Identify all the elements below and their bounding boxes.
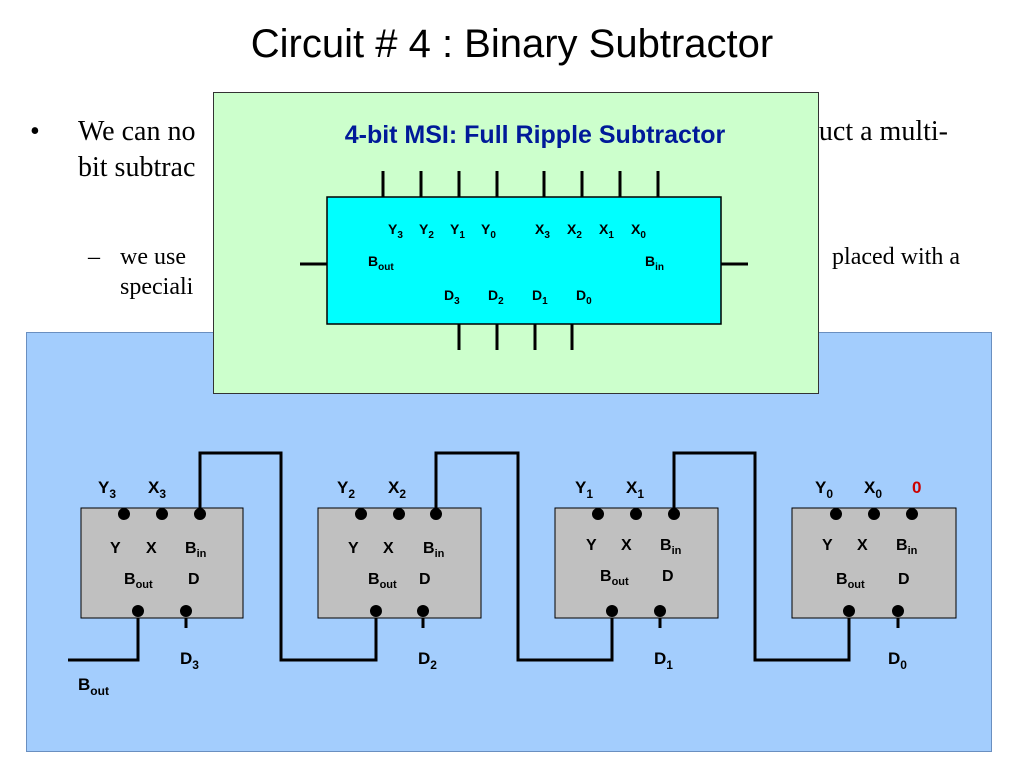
- output-d0-label: D0: [888, 649, 907, 672]
- cell2-x: X: [383, 540, 394, 557]
- terminal-x0: [868, 508, 880, 520]
- output-d1-label: D1: [654, 649, 673, 672]
- cell3-y: Y: [110, 540, 121, 557]
- main-bullet-line-1b: ruct a multi-: [809, 116, 948, 147]
- msi-bout: Bout: [368, 253, 394, 273]
- full-subtractor-cell-3: [80, 507, 244, 619]
- terminal-bin1: [668, 508, 680, 520]
- terminal-y1: [592, 508, 604, 520]
- cell1-y: Y: [586, 537, 597, 554]
- cell3-bin: Bin: [185, 540, 207, 560]
- terminal-x3: [156, 508, 168, 520]
- full-subtractor-cell-0: [791, 507, 957, 619]
- cell1-bin: Bin: [660, 537, 682, 557]
- msi-d0: D0: [576, 287, 592, 307]
- slide-title: Circuit # 4 : Binary Subtractor: [250, 22, 774, 66]
- terminal-bin0: [906, 508, 918, 520]
- msi-chip: [326, 196, 722, 325]
- msi-y3: Y3: [388, 221, 403, 241]
- sub-bullet-text: we use placed with a speciali: [120, 242, 980, 302]
- msi-x3: X3: [535, 221, 550, 241]
- cell1-bout: Bout: [600, 568, 629, 588]
- terminal-bout0: [843, 605, 855, 617]
- output-d2-label: D2: [418, 649, 437, 672]
- stage3-x-label: X3: [148, 478, 166, 501]
- full-subtractor-cell-1: [554, 507, 719, 619]
- wire-borrow-0-to-1: [672, 451, 851, 662]
- wire-final-borrow: [68, 612, 140, 662]
- cell3-bout: Bout: [124, 571, 153, 591]
- output-d3-label: D3: [180, 649, 199, 672]
- stage2-x-label: X2: [388, 478, 406, 501]
- stage0-x-label: X0: [864, 478, 882, 501]
- msi-bin: Bin: [645, 253, 664, 273]
- cell2-bout: Bout: [368, 571, 397, 591]
- terminal-d0: [892, 605, 904, 617]
- sub-bullet-line-1a: we use: [120, 244, 186, 270]
- carry-in-zero: 0: [912, 478, 921, 497]
- msi-y2: Y2: [419, 221, 434, 241]
- msi-y1: Y1: [450, 221, 465, 241]
- terminal-bin3: [194, 508, 206, 520]
- cell0-bout: Bout: [836, 571, 865, 591]
- msi-x2: X2: [567, 221, 582, 241]
- stage0-y-label: Y0: [815, 478, 833, 501]
- terminal-bin2: [430, 508, 442, 520]
- msi-d1: D1: [532, 287, 548, 307]
- cell2-bin: Bin: [423, 540, 445, 560]
- stage2-y-label: Y2: [337, 478, 355, 501]
- terminal-bout2: [370, 605, 382, 617]
- main-bullet-line-1a: We can no: [78, 116, 196, 147]
- msi-d3: D3: [444, 287, 460, 307]
- sub-bullet-line-2: speciali: [120, 274, 194, 300]
- bullet-symbol: •: [30, 116, 40, 147]
- full-subtractor-cell-2: [317, 507, 482, 619]
- cell2-y: Y: [348, 540, 359, 557]
- wire-borrow-2-to-3: [198, 451, 378, 662]
- msi-d2: D2: [488, 287, 504, 307]
- terminal-y0: [830, 508, 842, 520]
- main-bullet-text: We can no ruct a multi- bit subtrac: [78, 114, 988, 186]
- terminal-y2: [355, 508, 367, 520]
- terminal-x2: [393, 508, 405, 520]
- terminal-x1: [630, 508, 642, 520]
- cell0-x: X: [857, 537, 868, 554]
- terminal-bout3: [132, 605, 144, 617]
- terminal-bout1: [606, 605, 618, 617]
- sub-bullet-line-1b: placed with a: [832, 244, 960, 270]
- terminal-d1: [654, 605, 666, 617]
- cell0-d: D: [898, 571, 910, 588]
- msi-title: 4-bit MSI: Full Ripple Subtractor: [345, 121, 726, 149]
- cell1-d: D: [662, 568, 674, 585]
- terminal-d2: [417, 605, 429, 617]
- sub-bullet-symbol: –: [88, 244, 100, 270]
- stage1-x-label: X1: [626, 478, 644, 501]
- cell3-d: D: [188, 571, 200, 588]
- cell1-x: X: [621, 537, 632, 554]
- msi-x0: X0: [631, 221, 646, 241]
- cell0-bin: Bin: [896, 537, 918, 557]
- cell2-d: D: [419, 571, 431, 588]
- stage3-y-label: Y3: [98, 478, 116, 501]
- wire-borrow-1-to-2: [434, 451, 614, 662]
- main-bullet-line-2: bit subtrac: [78, 152, 196, 183]
- terminal-d3: [180, 605, 192, 617]
- cell0-y: Y: [822, 537, 833, 554]
- msi-y0: Y0: [481, 221, 496, 241]
- terminal-y3: [118, 508, 130, 520]
- final-borrow-label: Bout: [78, 675, 109, 698]
- msi-x1: X1: [599, 221, 614, 241]
- stage1-y-label: Y1: [575, 478, 593, 501]
- cell3-x: X: [146, 540, 157, 557]
